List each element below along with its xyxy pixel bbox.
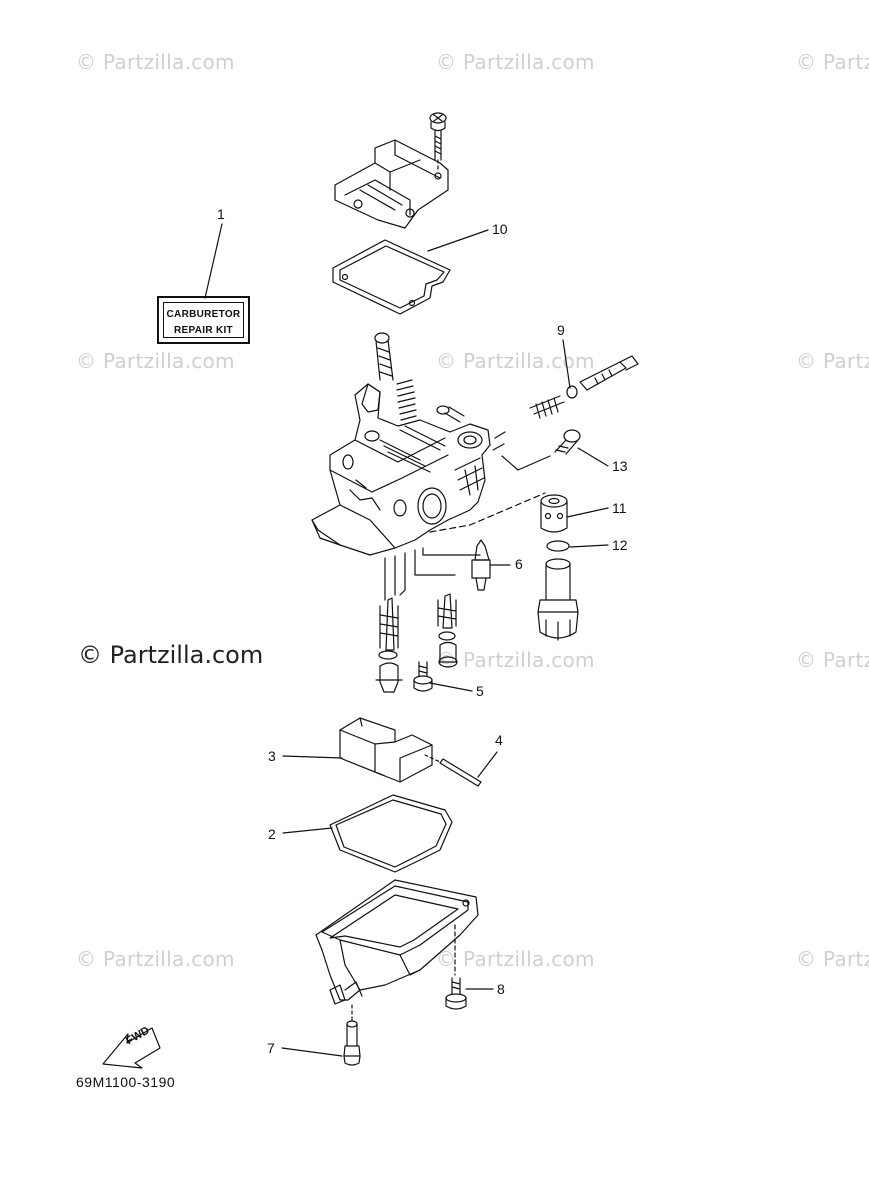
diagram-reference-number: 69M1100-3190	[76, 1074, 176, 1090]
callout-12: 12	[612, 537, 628, 553]
leader-2	[283, 828, 332, 833]
watermark: © Partz	[796, 349, 869, 373]
leader-11	[567, 508, 608, 517]
callout-13: 13	[612, 458, 628, 474]
watermark: © Partz	[796, 947, 869, 971]
screw-part-8	[446, 978, 466, 1009]
small-screw-part	[437, 406, 464, 422]
pin-part-4	[425, 755, 481, 786]
callout-6: 6	[515, 556, 523, 572]
part-11	[541, 495, 567, 532]
drain-screw-part-7	[344, 1005, 360, 1065]
fwd-arrow-icon	[103, 1028, 160, 1068]
watermark: © Partzilla.com	[436, 947, 595, 971]
carburetor-repair-kit-label: CARBURETOR REPAIR KIT	[157, 296, 250, 344]
watermark: © Partz	[796, 648, 869, 672]
watermark: © Partzilla.com	[76, 947, 235, 971]
watermark: © Partzilla.com	[76, 50, 235, 74]
leader-13	[578, 448, 608, 466]
leader-4	[478, 752, 497, 777]
repair-kit-line1: CARBURETOR	[166, 309, 241, 320]
pilot-screw-part	[375, 333, 416, 420]
leader-7	[282, 1048, 342, 1056]
main-jet-part	[376, 598, 402, 692]
bracket-line	[400, 553, 405, 595]
bracket-line	[502, 456, 550, 470]
float-part-3	[340, 718, 432, 782]
float-bowl-part	[316, 880, 478, 1004]
bracket-line	[423, 548, 480, 555]
callout-11: 11	[612, 500, 627, 516]
nozzle-part	[538, 559, 578, 640]
watermark: © Partzilla.com	[436, 349, 595, 373]
screw-part-5	[414, 662, 432, 691]
leader-1	[205, 224, 222, 298]
watermark: © Partzilla.com	[76, 349, 235, 373]
leader-3	[283, 756, 342, 758]
gasket-part-10	[333, 240, 450, 314]
top-screw-part	[430, 113, 446, 172]
leader-5	[430, 683, 472, 691]
bracket-line	[430, 493, 545, 532]
callout-4: 4	[495, 732, 503, 748]
screw-part-13	[555, 430, 580, 454]
watermark: © Partzilla.com	[436, 50, 595, 74]
leader-10	[428, 230, 488, 251]
top-cover-part	[335, 140, 448, 228]
callout-8: 8	[497, 981, 505, 997]
gasket-part-2	[330, 795, 452, 872]
repair-kit-line2: REPAIR KIT	[174, 325, 233, 336]
bracket-line	[415, 550, 455, 575]
callout-10: 10	[492, 221, 508, 237]
watermark: © Partzilla.com	[436, 648, 595, 672]
watermark: © Partz	[796, 50, 869, 74]
callout-3: 3	[268, 748, 276, 764]
callout-5: 5	[476, 683, 484, 699]
main-watermark: © Partzilla.com	[78, 641, 264, 669]
callout-2: 2	[268, 826, 276, 842]
callout-1: 1	[217, 206, 225, 222]
pilot-jet-part	[438, 594, 457, 667]
callout-7: 7	[267, 1040, 275, 1056]
leader-9	[563, 340, 570, 388]
carburetor-body-part	[312, 384, 505, 555]
callout-9: 9	[557, 322, 565, 338]
leader-12	[570, 545, 608, 547]
needle-part-9	[530, 356, 638, 418]
needle-valve-part-6	[472, 540, 490, 590]
oring-part-12	[547, 541, 569, 551]
